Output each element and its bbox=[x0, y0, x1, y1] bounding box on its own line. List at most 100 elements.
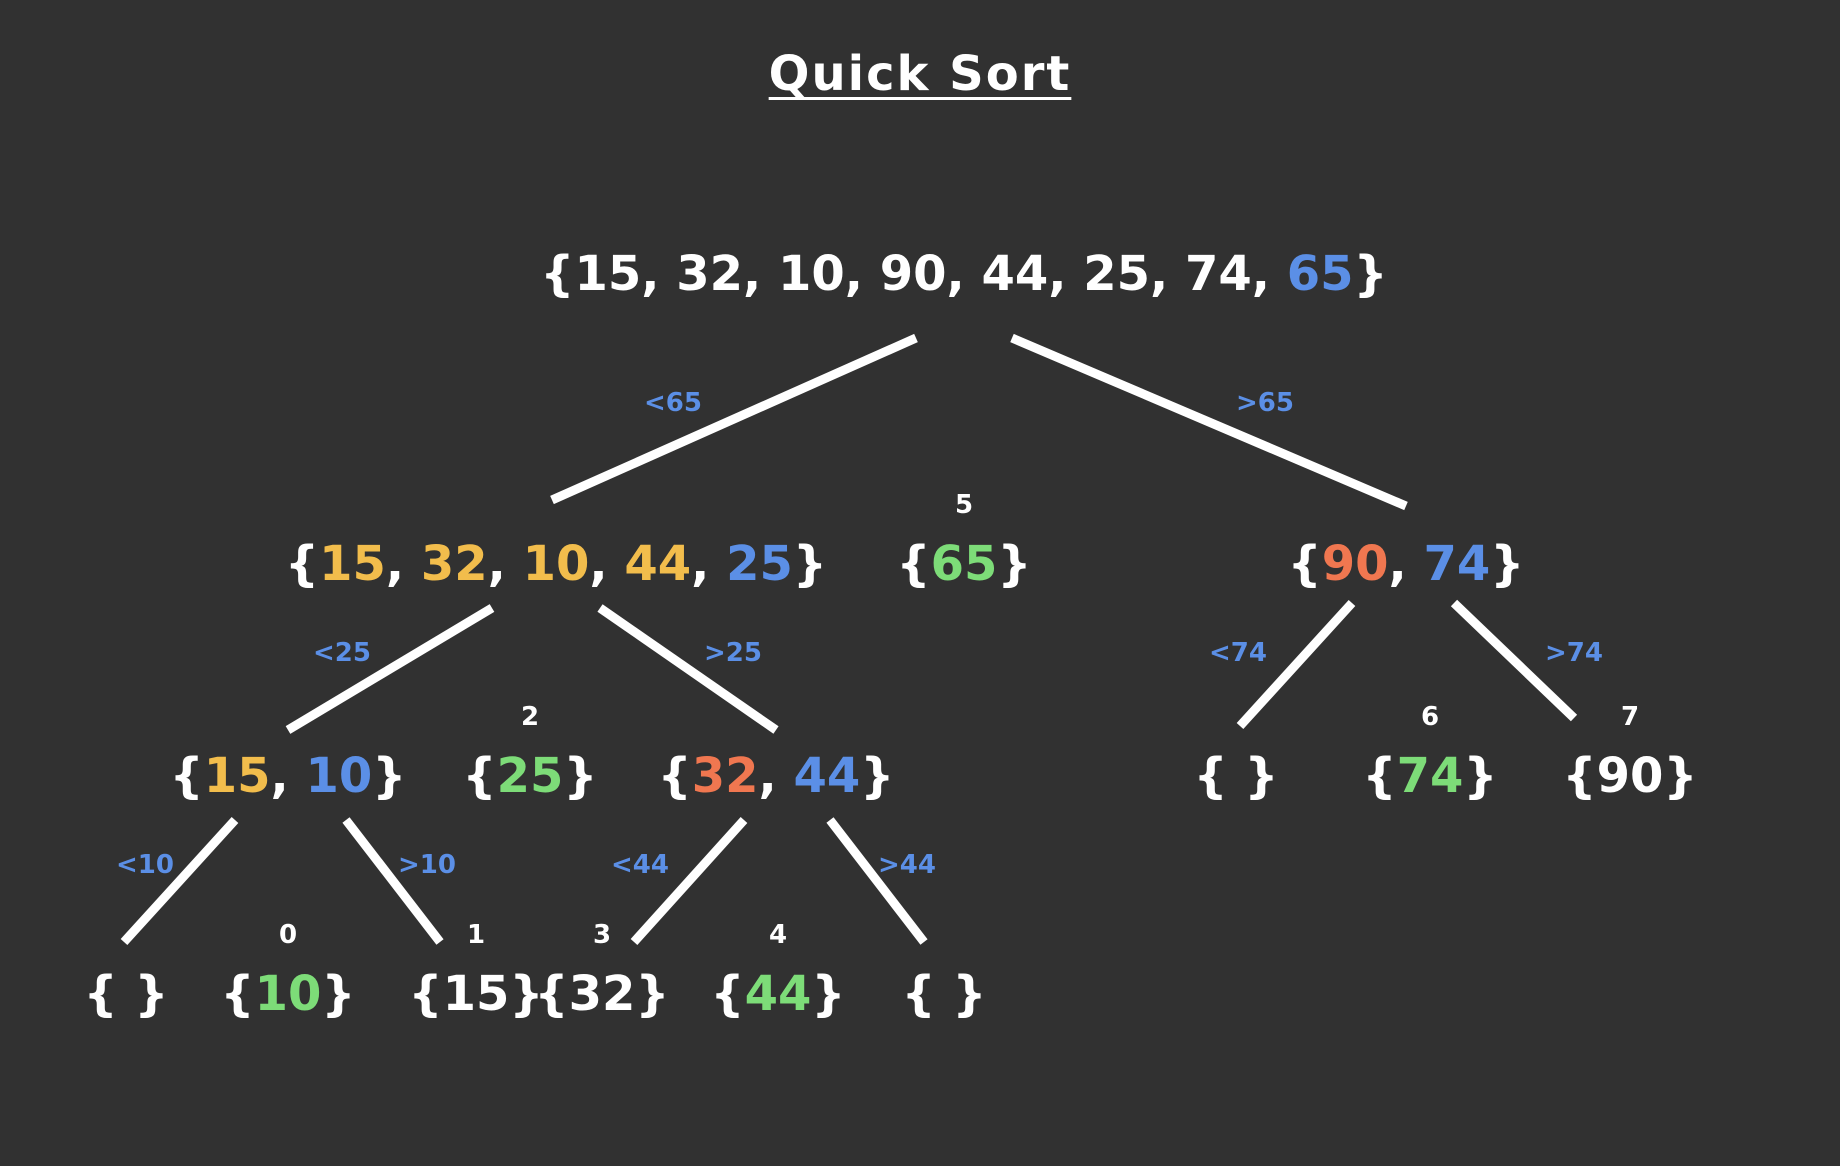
brace-open: { bbox=[896, 536, 931, 592]
sorted-index-leaf-90: 7 bbox=[1620, 702, 1640, 732]
brace-open: { bbox=[284, 536, 320, 592]
edge-left-2-to-leaf-15 bbox=[342, 817, 444, 945]
node-empty-10: { } bbox=[83, 970, 168, 1018]
edge-label-mid-2-to-leaf-32: <44 bbox=[611, 850, 669, 880]
brace-open: { bbox=[657, 748, 692, 804]
set-value: 25 bbox=[726, 536, 793, 592]
node-pivot-10: {10} bbox=[220, 970, 355, 1018]
brace-open: { bbox=[1193, 748, 1228, 804]
set-value: 90 bbox=[879, 246, 947, 302]
edge-label-mid-2-to-empty-44: >44 bbox=[878, 850, 936, 880]
edge-label-right-1-to-leaf-90: >74 bbox=[1545, 638, 1603, 668]
set-value: 32 bbox=[691, 748, 759, 804]
brace-close: } bbox=[860, 748, 895, 804]
brace-close: } bbox=[321, 966, 356, 1022]
sorted-index-leaf-15: 1 bbox=[466, 920, 486, 950]
edge-label-root-to-right-1: >65 bbox=[1236, 388, 1294, 418]
set-value: 10 bbox=[777, 246, 845, 302]
edge-left-1-to-mid-2 bbox=[597, 604, 779, 734]
node-left-1: {15, 32, 10, 44, 25} bbox=[285, 540, 827, 588]
set-value: 15 bbox=[319, 536, 386, 592]
node-leaf-90: {90} bbox=[1562, 752, 1697, 800]
node-leaf-15: {15} bbox=[408, 970, 543, 1018]
brace-close: } bbox=[1663, 748, 1698, 804]
set-value: 74 bbox=[1396, 748, 1464, 804]
node-pivot-44: {44} bbox=[710, 970, 845, 1018]
sorted-index-leaf-32: 3 bbox=[592, 920, 612, 950]
set-value: 25 bbox=[496, 748, 564, 804]
set-value: 44 bbox=[744, 966, 812, 1022]
edge-root-to-right-1 bbox=[1010, 333, 1408, 511]
edge-label-left-1-to-mid-2: >25 bbox=[704, 638, 762, 668]
edge-mid-2-to-empty-44 bbox=[826, 817, 928, 945]
brace-open: { bbox=[220, 966, 255, 1022]
set-value: 25 bbox=[1083, 246, 1151, 302]
set-value: 15 bbox=[442, 966, 510, 1022]
set-value: 15 bbox=[574, 246, 642, 302]
brace-close: } bbox=[997, 536, 1032, 592]
page-title: Quick Sort bbox=[768, 46, 1072, 102]
edge-label-root-to-left-1: <65 bbox=[644, 388, 702, 418]
brace-close: } bbox=[563, 748, 598, 804]
brace-close: } bbox=[1353, 246, 1388, 302]
set-value: 74 bbox=[1184, 246, 1252, 302]
brace-close: } bbox=[635, 966, 670, 1022]
separator: , bbox=[758, 748, 794, 804]
separator: , bbox=[743, 246, 778, 302]
set-value: 32 bbox=[676, 246, 744, 302]
brace-open: { bbox=[1562, 748, 1597, 804]
empty-set-space bbox=[936, 966, 953, 1022]
node-leaf-32: {32} bbox=[534, 970, 669, 1018]
set-value: 65 bbox=[930, 536, 998, 592]
brace-close: } bbox=[952, 966, 987, 1022]
set-value: 65 bbox=[1286, 246, 1354, 302]
edge-root-to-left-1 bbox=[550, 333, 918, 505]
set-value: 32 bbox=[420, 536, 488, 592]
edge-label-left-2-to-empty-10: <10 bbox=[116, 850, 174, 880]
brace-close: } bbox=[372, 748, 407, 804]
brace-close: } bbox=[1244, 748, 1279, 804]
set-value: 10 bbox=[254, 966, 322, 1022]
separator: , bbox=[1150, 246, 1185, 302]
separator: , bbox=[946, 246, 982, 302]
brace-open: { bbox=[1287, 536, 1322, 592]
brace-close: } bbox=[1463, 748, 1498, 804]
separator: , bbox=[1048, 246, 1084, 302]
brace-close: } bbox=[134, 966, 169, 1022]
edge-label-left-1-to-left-2: <25 bbox=[313, 638, 371, 668]
set-value: 90 bbox=[1596, 748, 1664, 804]
node-root: {15, 32, 10, 90, 44, 25, 74, 65} bbox=[540, 250, 1387, 298]
brace-close: } bbox=[811, 966, 846, 1022]
node-pivot-65: {65} bbox=[896, 540, 1031, 588]
brace-open: { bbox=[408, 966, 443, 1022]
separator: , bbox=[844, 246, 880, 302]
brace-open: { bbox=[710, 966, 745, 1022]
edge-left-2-to-empty-10 bbox=[120, 816, 239, 946]
separator: , bbox=[691, 536, 727, 592]
node-pivot-74: {74} bbox=[1362, 752, 1497, 800]
brace-open: { bbox=[901, 966, 936, 1022]
sorted-index-pivot-44: 4 bbox=[768, 920, 788, 950]
node-right-1: {90, 74} bbox=[1288, 540, 1525, 588]
edge-right-1-to-leaf-90 bbox=[1450, 599, 1578, 722]
set-value: 44 bbox=[793, 748, 861, 804]
node-empty-44: { } bbox=[901, 970, 986, 1018]
empty-set-space bbox=[118, 966, 135, 1022]
node-left-2: {15, 10} bbox=[170, 752, 407, 800]
set-value: 10 bbox=[522, 536, 590, 592]
edge-right-1-to-empty-74 bbox=[1236, 599, 1356, 730]
set-value: 32 bbox=[568, 966, 636, 1022]
separator: , bbox=[1251, 246, 1287, 302]
brace-open: { bbox=[534, 966, 569, 1022]
separator: , bbox=[385, 536, 421, 592]
separator: , bbox=[1388, 536, 1424, 592]
set-value: 15 bbox=[203, 748, 271, 804]
sorted-index-pivot-65: 5 bbox=[954, 490, 974, 520]
set-value: 10 bbox=[305, 748, 373, 804]
edge-left-1-to-left-2 bbox=[285, 604, 495, 734]
set-value: 44 bbox=[624, 536, 692, 592]
brace-close: } bbox=[1490, 536, 1525, 592]
brace-open: { bbox=[1362, 748, 1397, 804]
